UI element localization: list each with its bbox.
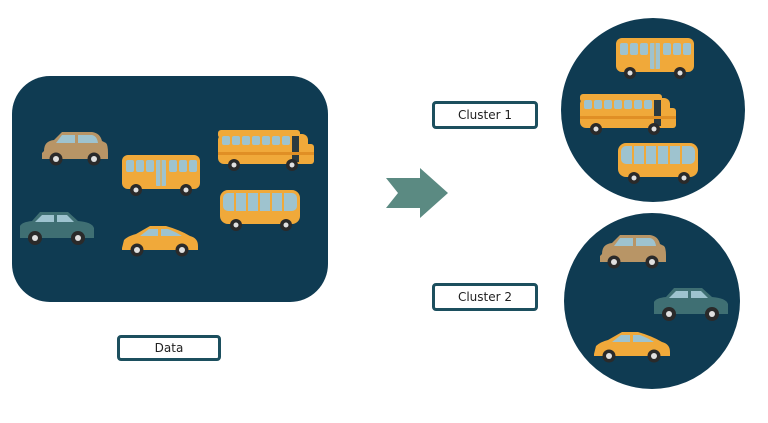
arrow-icon <box>386 168 448 218</box>
data-label: Data <box>117 335 221 361</box>
cluster2-label: Cluster 2 <box>432 283 538 311</box>
cluster1-label: Cluster 1 <box>432 101 538 129</box>
